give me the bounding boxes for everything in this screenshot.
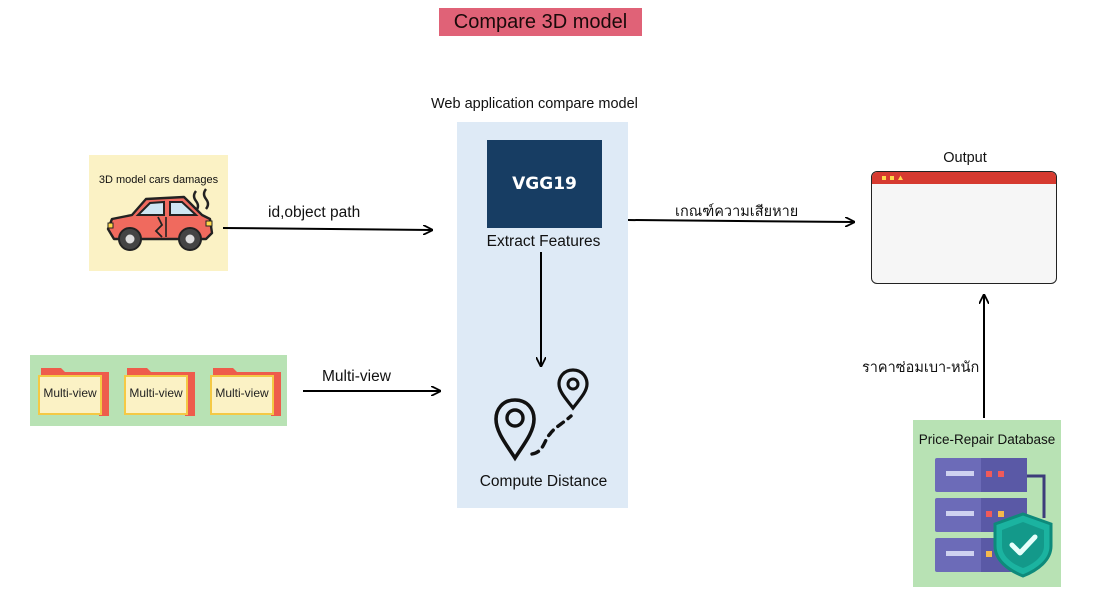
folder-icon bbox=[124, 368, 195, 416]
multiview-folder-label: Multi-view bbox=[215, 386, 269, 400]
web-app-title: Web application compare model bbox=[431, 96, 638, 112]
window-dots-icon bbox=[882, 175, 903, 180]
multiview-folder: Multi-view bbox=[123, 364, 200, 416]
arrow-label-multiview: Multi-view bbox=[322, 368, 391, 385]
multiview-folder-label: Multi-view bbox=[43, 386, 97, 400]
multiview-folder: Multi-view bbox=[37, 364, 114, 416]
folder-icon bbox=[38, 368, 109, 416]
multiview-input-box: Multi-view Multi-view Multi-view bbox=[30, 355, 287, 426]
arrow-app-to-output bbox=[627, 220, 853, 222]
vgg19-block: VGG19 bbox=[487, 140, 602, 228]
arrow-label-damage-criteria: เกณฑ์ความเสียหาย bbox=[675, 204, 799, 220]
arrow-label-id-path: id,object path bbox=[268, 204, 361, 221]
arrow-label-repair-price: ราคาซ่อมเบา-หนัก bbox=[862, 360, 980, 376]
multiview-folder: Multi-view bbox=[209, 364, 286, 416]
browser-window-icon bbox=[871, 171, 1057, 284]
cars-input-label: 3D model cars damages bbox=[98, 174, 219, 186]
window-title-bar bbox=[872, 172, 1056, 184]
database-label: Price-Repair Database bbox=[918, 432, 1056, 447]
output-label: Output bbox=[943, 150, 987, 166]
arrow-cars-to-app bbox=[222, 228, 431, 230]
car-damage-icon bbox=[106, 188, 214, 251]
location-route-icon bbox=[494, 368, 589, 462]
server-shield-icon bbox=[935, 458, 1053, 578]
folder-icon bbox=[210, 368, 281, 416]
extract-features-label: Extract Features bbox=[486, 233, 601, 250]
diagram-title: Compare 3D model bbox=[439, 8, 642, 36]
compute-distance-label: Compute Distance bbox=[479, 473, 608, 490]
multiview-folder-label: Multi-view bbox=[129, 386, 183, 400]
